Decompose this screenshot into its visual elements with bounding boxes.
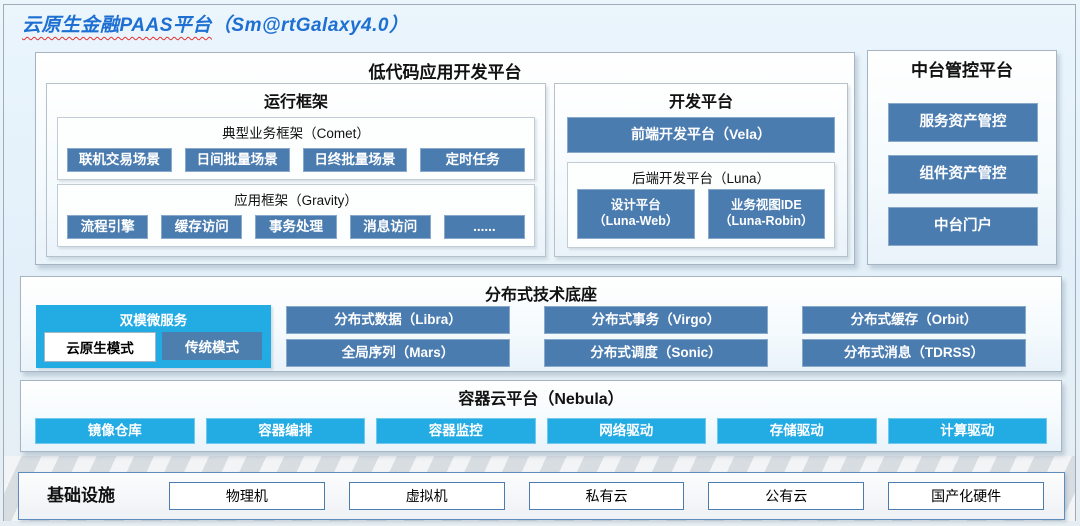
diagram-node-libra-data: 分布式数据（Libra） <box>286 306 510 334</box>
diagram-node-private-cloud: 私有云 <box>528 482 685 510</box>
diagram-node-domestic-hardware: 国产化硬件 <box>888 482 1044 510</box>
diagram-node-luna-web: 设计平台 （Luna-Web） <box>577 189 695 239</box>
diagram-node-ellipsis: ...... <box>443 215 526 239</box>
diagram-node-cloud-native-mode: 云原生模式 <box>44 332 156 362</box>
diagram-node-image-registry: 镜像仓库 <box>35 418 195 444</box>
nebula-container-panel: 容器云平台（Nebula） 镜像仓库 容器编排 容器监控 网络驱动 存储驱动 计… <box>20 380 1062 452</box>
infrastructure-items-row: 物理机 虚拟机 私有云 公有云 国产化硬件 <box>169 482 1044 510</box>
diagram-node-storage-driver: 存储驱动 <box>717 418 877 444</box>
comet-framework-box: 典型业务框架（Comet） 联机交易场景 日间批量场景 日终批量场景 定时任务 <box>57 117 535 180</box>
gravity-items-row: 流程引擎 缓存访问 事务处理 消息访问 ...... <box>67 215 526 239</box>
diagram-node-scheduled-task: 定时任务 <box>420 148 525 172</box>
dev-platform-heading: 开发平台 <box>668 94 733 111</box>
dual-mode-microservice-box: 双模微服务 云原生模式 传统模式 <box>36 305 271 368</box>
diagram-node-network-driver: 网络驱动 <box>546 418 706 444</box>
diagram-node-process-engine: 流程引擎 <box>67 215 149 239</box>
nebula-heading: 容器云平台（Nebula） <box>458 391 624 408</box>
diagram-node-luna-robin: 业务视图IDE （Luna-Robin） <box>707 189 825 239</box>
luna-backend-box: 后端开发平台（Luna） 设计平台 （Luna-Web） 业务视图IDE （Lu… <box>567 162 835 248</box>
diagram-node-eod-batch: 日终批量场景 <box>302 148 408 172</box>
gravity-framework-label: 应用框架（Gravity） <box>234 193 358 208</box>
comet-framework-label: 典型业务框架（Comet） <box>222 126 370 141</box>
lowcode-platform-heading: 低代码应用开发平台 <box>368 63 522 82</box>
diagram-node-message-access: 消息访问 <box>349 215 431 239</box>
diagram-node-component-asset-control: 组件资产管控 <box>888 155 1038 194</box>
diagram-node-midplatform-portal: 中台门户 <box>888 207 1038 246</box>
lowcode-platform-panel: 低代码应用开发平台 运行框架 典型业务框架（Comet） 联机交易场景 日间批量… <box>35 52 855 265</box>
diagram-node-physical-machine: 物理机 <box>169 482 325 510</box>
runtime-framework-panel: 运行框架 典型业务框架（Comet） 联机交易场景 日间批量场景 日终批量场景 … <box>46 83 546 257</box>
diagram-node-service-asset-control: 服务资产管控 <box>888 103 1038 142</box>
diagram-node-vela-frontend: 前端开发平台（Vela） <box>567 117 835 153</box>
infrastructure-heading: 基础设施 <box>47 486 115 505</box>
dev-platform-panel: 开发平台 前端开发平台（Vela） 后端开发平台（Luna） 设计平台 （Lun… <box>554 83 848 257</box>
runtime-framework-heading: 运行框架 <box>263 94 328 111</box>
diagram-node-orbit-cache: 分布式缓存（Orbit） <box>802 306 1026 334</box>
diagram-node-cache-access: 缓存访问 <box>161 215 243 239</box>
diagram-node-transaction-processing: 事务处理 <box>255 215 337 239</box>
page-title-version: （Sm@rtGalaxy4.0） <box>211 15 409 36</box>
diagram-node-compute-driver: 计算驱动 <box>887 418 1047 444</box>
diagram-node-container-monitoring: 容器监控 <box>376 418 536 444</box>
diagram-node-sonic-scheduling: 分布式调度（Sonic） <box>544 339 768 367</box>
diagram-node-container-orchestration: 容器编排 <box>205 418 365 444</box>
diagram-node-mars-sequence: 全局序列（Mars） <box>286 339 510 367</box>
diagram-node-online-trading: 联机交易场景 <box>67 148 172 172</box>
midplatform-panel: 中台管控平台 服务资产管控 组件资产管控 中台门户 <box>867 50 1057 265</box>
diagram-node-public-cloud: 公有云 <box>708 482 865 510</box>
distributed-base-panel: 分布式技术底座 双模微服务 云原生模式 传统模式 分布式数据（Libra） 分布… <box>20 276 1062 372</box>
diagram-node-virtual-machine: 虚拟机 <box>348 482 505 510</box>
diagram-node-virgo-transaction: 分布式事务（Virgo） <box>544 306 768 334</box>
diagram-node-tdrss-messaging: 分布式消息（TDRSS） <box>802 339 1026 367</box>
midplatform-heading: 中台管控平台 <box>911 61 1013 80</box>
gravity-framework-box: 应用框架（Gravity） 流程引擎 缓存访问 事务处理 消息访问 ...... <box>57 184 535 247</box>
distributed-base-heading: 分布式技术底座 <box>484 287 597 304</box>
luna-backend-label: 后端开发平台（Luna） <box>631 171 771 186</box>
infrastructure-bar: 基础设施 物理机 虚拟机 私有云 公有云 国产化硬件 <box>18 472 1065 520</box>
dual-mode-label: 双模微服务 <box>119 313 188 328</box>
diagram-node-traditional-mode: 传统模式 <box>162 332 262 360</box>
luna-items-row: 设计平台 （Luna-Web） 业务视图IDE （Luna-Robin） <box>577 189 825 239</box>
diagram-node-daytime-batch: 日间批量场景 <box>184 148 290 172</box>
page-title-chinese: 云原生金融PAAS平台 <box>22 15 212 36</box>
nebula-items-row: 镜像仓库 容器编排 容器监控 网络驱动 存储驱动 计算驱动 <box>35 418 1047 444</box>
page-title: 云原生金融PAAS平台（Sm@rtGalaxy4.0） <box>22 10 408 37</box>
comet-items-row: 联机交易场景 日间批量场景 日终批量场景 定时任务 <box>67 148 525 172</box>
